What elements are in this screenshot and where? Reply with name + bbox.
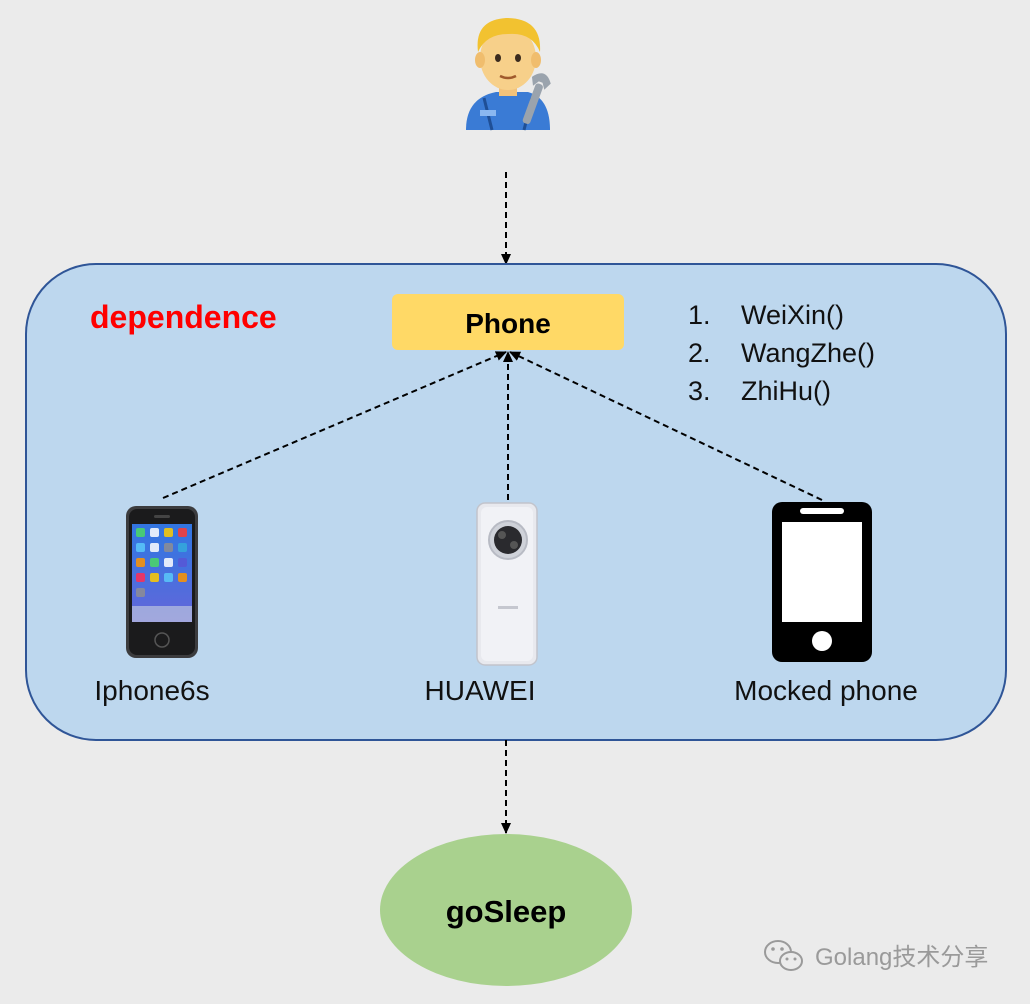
- method-number: 3.: [688, 376, 711, 406]
- method-name: ZhiHu(): [741, 376, 831, 406]
- iphone-to-phone-arrow: [162, 351, 507, 499]
- watermark-text: Golang技术分享: [815, 944, 988, 971]
- method-name: WeiXin(): [741, 300, 844, 330]
- gosleep-node: [380, 834, 632, 986]
- dependence-label: dependence: [90, 299, 277, 335]
- mocked-phone-icon: [772, 502, 872, 662]
- iphone-icon: [126, 506, 198, 658]
- dependence-container: [25, 263, 1007, 741]
- huawei-phone-icon: [476, 502, 538, 666]
- method-number: 1.: [688, 300, 711, 330]
- mocked-to-phone-arrow: [509, 351, 823, 501]
- phone-interface-label: Phone: [465, 308, 551, 339]
- gosleep-label: goSleep: [446, 894, 567, 929]
- iphone-label: Iphone6s: [94, 675, 209, 706]
- huawei-label: HUAWEI: [425, 675, 536, 706]
- phone-interface-box: [392, 294, 624, 350]
- wechat-icon: [764, 940, 803, 971]
- mechanic-emoji-icon: [466, 18, 551, 131]
- method-name: WangZhe(): [741, 338, 875, 368]
- mocked-phone-label: Mocked phone: [734, 675, 918, 706]
- method-number: 2.: [688, 338, 711, 368]
